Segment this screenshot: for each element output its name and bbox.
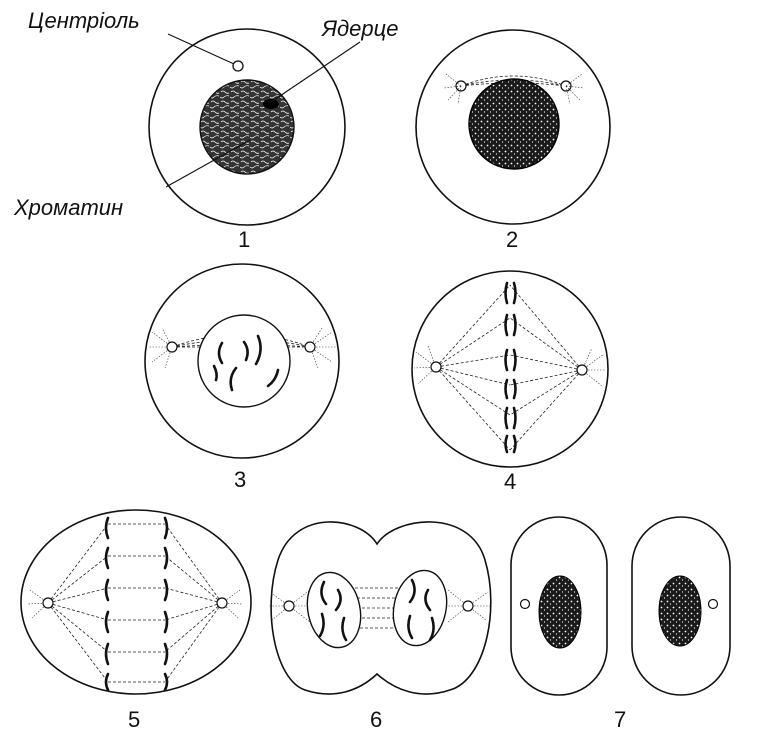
centriole: [216, 597, 228, 609]
spindle-fibers: [47, 523, 223, 683]
stage-5-anaphase: 5: [20, 509, 252, 732]
stage-number: 5: [128, 707, 140, 732]
centriole: [576, 364, 588, 376]
cell-membrane: [270, 521, 492, 695]
cell-membrane: [144, 263, 340, 459]
centriole: [232, 60, 244, 72]
centriole-leader: [167, 33, 235, 65]
nucleolus-leader: [267, 41, 361, 105]
nucleolus: [263, 99, 279, 109]
centriole: [519, 598, 531, 610]
centriole: [166, 341, 178, 353]
stage-6-telophase: 6: [268, 521, 492, 732]
chromatin-label: Хроматин: [13, 195, 123, 220]
separating-chromosomes: [104, 516, 169, 692]
centriole: [42, 597, 54, 609]
stage-number: 4: [504, 469, 516, 494]
nucleus: [468, 78, 560, 170]
centriole: [462, 600, 474, 612]
cell-membrane: [20, 509, 252, 695]
nucleolus-label: Ядерце: [321, 16, 398, 41]
cell-membrane: [148, 28, 346, 226]
stage-number: 3: [234, 467, 246, 492]
daughter-cell-right: [631, 516, 731, 696]
centriole: [304, 341, 316, 353]
metaphase-plate-chromosomes: [504, 281, 517, 454]
chromosomes: [212, 334, 280, 392]
daughter-nucleus: [392, 569, 448, 647]
cell-membrane: [415, 29, 611, 225]
stage-4-metaphase: 4: [411, 270, 609, 494]
nucleus: [538, 575, 582, 649]
centriole: [707, 598, 719, 610]
stage-1-interphase: Центріоль Ядерце Хроматин 1: [13, 8, 398, 252]
stage-number: 6: [370, 707, 382, 732]
aster: [268, 589, 490, 623]
centriole: [283, 600, 295, 612]
centriole-label: Центріоль: [28, 8, 140, 33]
chromosomes: [318, 578, 435, 642]
cell-membrane: [411, 270, 609, 468]
stage-3-prophase: 3: [144, 263, 340, 492]
daughter-nucleus: [306, 571, 362, 649]
stage-7-daughter-cells: 7: [510, 516, 731, 732]
nucleus: [658, 575, 702, 647]
stage-number: 7: [614, 707, 626, 732]
stage-number: 1: [238, 227, 250, 252]
aster: [443, 73, 585, 105]
centriole: [430, 361, 442, 373]
stage-number: 2: [506, 227, 518, 252]
stage-2-prophase: 2: [415, 29, 611, 252]
daughter-cell-left: [510, 516, 608, 696]
spindle-fibers: [435, 284, 583, 451]
chromatin-leader: [165, 139, 251, 188]
nuclear-envelope: [197, 314, 291, 408]
